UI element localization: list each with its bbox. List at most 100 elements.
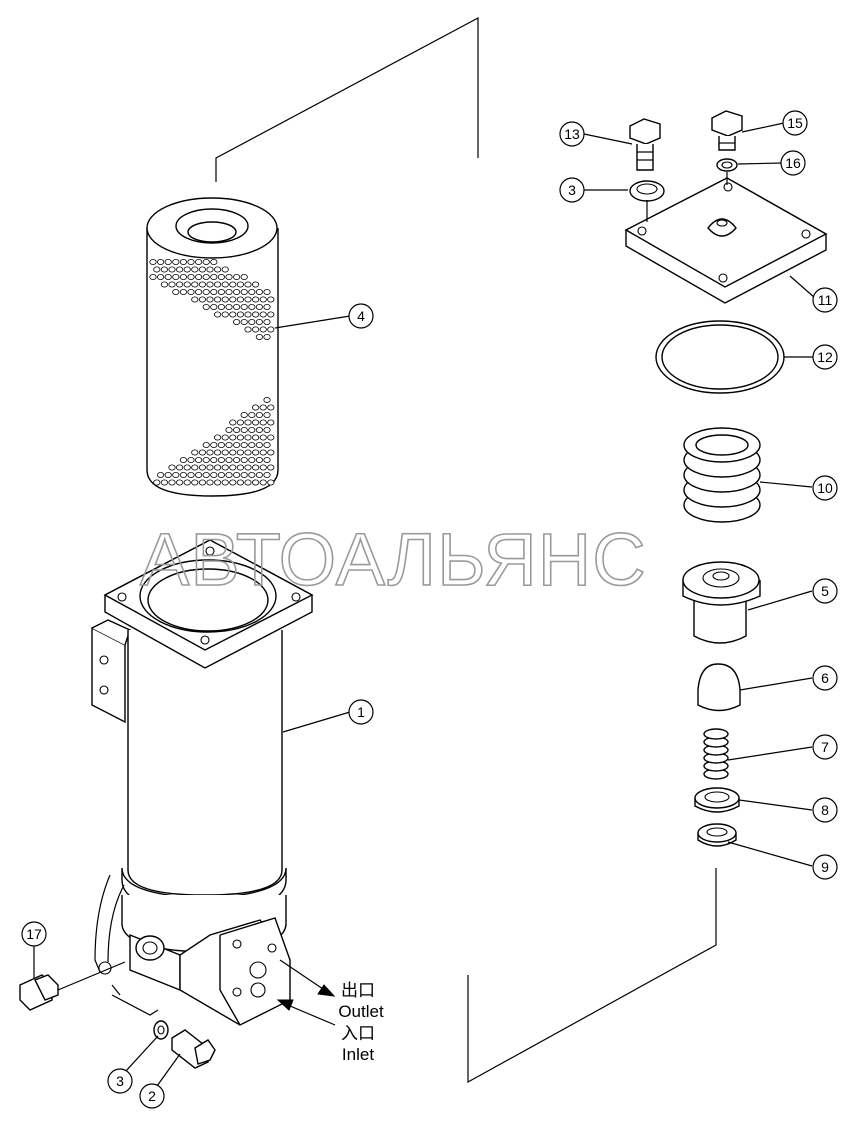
perforation-hole: [210, 288, 218, 295]
perforation-hole: [263, 303, 271, 310]
svg-text:1: 1: [357, 704, 365, 720]
perforation-hole: [244, 479, 252, 486]
perforation-hole: [255, 333, 263, 340]
perforation-hole: [153, 266, 161, 273]
perforation-hole: [202, 273, 210, 280]
perforation-hole: [263, 288, 271, 295]
svg-text:3: 3: [568, 182, 576, 198]
perforation-hole: [244, 296, 252, 303]
washer-8: [694, 787, 740, 813]
perforation-hole: [236, 464, 244, 471]
svg-text:3: 3: [116, 1073, 124, 1089]
perforation-hole: [176, 281, 184, 288]
perforation-hole: [263, 456, 271, 463]
svg-text:9: 9: [821, 859, 829, 875]
perforation-hole: [244, 281, 252, 288]
callout-6: 6: [812, 665, 838, 691]
perforation-hole: [198, 281, 206, 288]
perforation-hole: [236, 281, 244, 288]
perforation-hole: [221, 266, 229, 273]
outlet-label-en: Outlet: [338, 1002, 384, 1021]
perforation-hole: [221, 479, 229, 486]
perforation-hole: [210, 258, 218, 265]
perforation-hole: [252, 404, 260, 411]
perforation-hole: [240, 273, 248, 280]
perforation-hole: [267, 434, 275, 441]
callout-16: 16: [780, 150, 806, 176]
perforation-hole: [229, 449, 237, 456]
perforation-hole: [259, 296, 267, 303]
svg-text:8: 8: [821, 802, 829, 818]
perforation-hole: [160, 266, 168, 273]
perforation-hole: [263, 426, 271, 433]
perforation-hole: [248, 318, 256, 325]
perforation-hole: [191, 479, 199, 486]
perforation-hole: [191, 449, 199, 456]
callout-1: 1: [348, 699, 374, 725]
perforation-hole: [252, 464, 260, 471]
perforation-hole: [191, 266, 199, 273]
perforation-hole: [229, 296, 237, 303]
svg-text:17: 17: [26, 926, 42, 942]
perforation-hole: [252, 419, 260, 426]
perforation-hole: [168, 281, 176, 288]
perforation-hole: [210, 441, 218, 448]
perforation-hole: [179, 456, 187, 463]
perforation-hole: [259, 479, 267, 486]
perforation-hole: [267, 449, 275, 456]
callout-2: 2: [139, 1083, 165, 1109]
perforation-hole: [202, 471, 210, 478]
perforation-hole: [233, 318, 241, 325]
svg-text:7: 7: [821, 739, 829, 755]
perforation-hole: [248, 426, 256, 433]
perforation-hole: [263, 318, 271, 325]
perforation-hole: [172, 258, 180, 265]
perforation-hole: [259, 311, 267, 318]
perforation-hole: [229, 311, 237, 318]
perforation-hole: [198, 266, 206, 273]
flow-labels: 出口 Outlet 入口 Inlet: [338, 981, 384, 1064]
perforation-hole: [252, 449, 260, 456]
perforation-hole: [267, 479, 275, 486]
perforation-hole: [229, 479, 237, 486]
perforation-hole: [248, 411, 256, 418]
svg-text:13: 13: [564, 126, 580, 142]
perforation-hole: [210, 273, 218, 280]
perforation-hole: [214, 311, 222, 318]
perforation-hole: [206, 449, 214, 456]
perforation-hole: [240, 303, 248, 310]
perforation-hole: [267, 311, 275, 318]
perforation-hole: [214, 464, 222, 471]
svg-text:5: 5: [821, 583, 829, 599]
perforation-hole: [229, 464, 237, 471]
perforation-hole: [267, 326, 275, 333]
perforation-hole: [217, 288, 225, 295]
perforation-hole: [259, 449, 267, 456]
perforation-hole: [236, 479, 244, 486]
perforation-hole: [164, 273, 172, 280]
perforation-hole: [229, 434, 237, 441]
perforation-hole: [172, 471, 180, 478]
callout-12: 12: [812, 344, 838, 370]
perforation-hole: [217, 303, 225, 310]
perforation-hole: [164, 258, 172, 265]
callout-8: 8: [812, 797, 838, 823]
perforation-hole: [267, 419, 275, 426]
perforation-hole: [240, 411, 248, 418]
perforation-hole: [183, 281, 191, 288]
perforation-hole: [225, 288, 233, 295]
perforation-hole: [255, 303, 263, 310]
perforation-hole: [252, 296, 260, 303]
leader-lines: [33, 122, 816, 1087]
svg-text:12: 12: [817, 349, 833, 365]
filter-perforations: [149, 258, 275, 486]
perforation-hole: [225, 441, 233, 448]
perforation-hole: [225, 471, 233, 478]
callout-4: 4: [348, 303, 374, 329]
perforation-hole: [179, 273, 187, 280]
perforation-hole: [259, 404, 267, 411]
perforation-hole: [255, 471, 263, 478]
perforation-hole: [202, 258, 210, 265]
bolt-13: [629, 118, 661, 171]
